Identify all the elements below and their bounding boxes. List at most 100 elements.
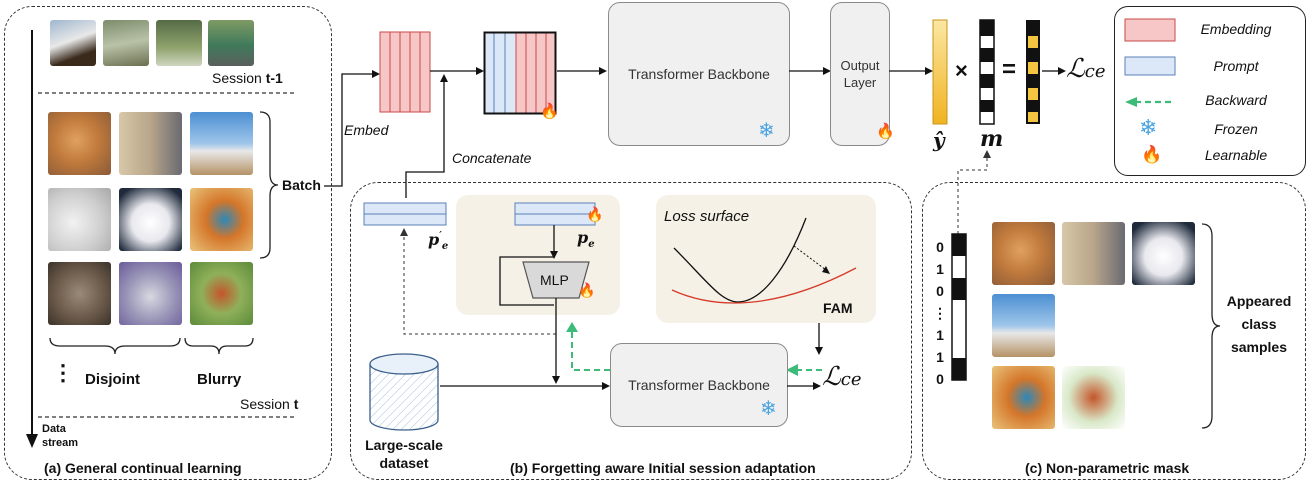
yhat-label: ŷ [933, 128, 945, 152]
dataset-label: Large-scale dataset [365, 437, 443, 471]
mask-bits: 0 1 0 ⋮ 1 1 0 [933, 239, 947, 387]
legend-frozen-label: Frozen [1214, 121, 1258, 137]
transformer-backbone-top-label: Transformer Backbone [628, 66, 770, 82]
mask-vector [951, 233, 967, 381]
embed-label: Embed [344, 122, 389, 138]
legend-embedding-label: Embedding [1200, 21, 1272, 37]
arrow-mlp-to-transformer [552, 298, 560, 384]
thumb-white-cat-1 [48, 188, 111, 251]
fam-label: FAM [823, 300, 853, 316]
output-layer-label-2: Layer [843, 75, 877, 90]
fire-icon-output: 🔥 [876, 123, 895, 140]
arrow-dataset-to-transformer [440, 382, 610, 390]
pe-prime-label: p′e [428, 230, 449, 253]
thumb-cat-1 [48, 112, 111, 175]
panel-a-caption: (a) General continual learning [44, 460, 242, 476]
yhat-vector [932, 19, 948, 125]
panel-b-caption: (b) Forgetting aware Initial session ada… [510, 460, 816, 476]
thumb-tabby-cat [48, 262, 111, 325]
output-layer: Output Layer [830, 2, 890, 146]
thumb-c-cats-2 [1062, 222, 1125, 285]
batch-brace [259, 111, 279, 259]
arrow-output-to-yhat [889, 67, 933, 75]
thumb-kingfisher-1 [190, 188, 253, 251]
legend: Embedding Prompt Backward ❄ Frozen 🔥 Lea… [1114, 6, 1306, 176]
mlp-label: MLP [540, 272, 569, 288]
data-stream-label: Data stream [42, 423, 79, 449]
session-prev-label: Session t-1 [212, 70, 283, 86]
arrow-transformer-to-output [789, 67, 831, 75]
dataset-cylinder [369, 353, 439, 431]
arrow-concat-to-transformer [557, 67, 607, 75]
embedding-block [379, 31, 431, 113]
loss-bottom: ℒce [822, 362, 862, 392]
transformer-backbone-bottom: Transformer Backbone [610, 343, 788, 427]
arrow-embed-to-concat [430, 67, 484, 75]
backward-arrow-to-transformer [786, 364, 826, 376]
fire-icon-concat: 🔥 [540, 103, 559, 120]
loss-surface-subpanel [656, 195, 876, 323]
arrow-transformer-to-loss [787, 382, 821, 390]
ellipsis-vertical: ⋮ [52, 360, 74, 385]
snowflake-icon-legend: ❄ [1139, 115, 1158, 140]
thumb-c-hummingbird [1062, 366, 1125, 429]
transformer-backbone-top: Transformer Backbone [608, 2, 790, 146]
arrow-batch-to-embed [324, 70, 380, 187]
legend-backward-label: Backward [1205, 92, 1267, 108]
times-symbol: × [955, 58, 968, 83]
thumb-c-white-cat [1132, 222, 1195, 285]
dotted-mlp-to-pe-prime [400, 228, 556, 335]
mlp-block [522, 261, 590, 299]
thumb-c-white-car [992, 294, 1055, 357]
prompt-pe-prime [363, 202, 447, 226]
thumb-grey-kitten [119, 262, 182, 325]
panel-c-caption: (c) Non-parametric mask [1025, 460, 1190, 476]
panel-b-frame [350, 182, 912, 480]
thumb-seagull [156, 20, 202, 66]
session-divider-bottom [38, 416, 296, 418]
prompt-pe [514, 202, 596, 226]
masked-output-vector [1026, 20, 1040, 124]
thumb-hummingbird-1 [190, 262, 253, 325]
disjoint-label: Disjoint [85, 371, 140, 388]
transformer-backbone-bottom-label: Transformer Backbone [628, 377, 770, 393]
data-stream-arrow [26, 30, 38, 448]
panel-a-frame [4, 6, 332, 480]
session-divider-top [38, 92, 296, 94]
equals-symbol: = [1002, 56, 1017, 83]
concatenate-label: Concatenate [452, 150, 532, 166]
thumb-cats-2 [119, 112, 182, 175]
panel-c-frame [922, 182, 1306, 480]
thumb-heron [103, 20, 149, 66]
blurry-label: Blurry [197, 371, 242, 388]
thumb-green-car [208, 20, 254, 66]
mlp-wiring [499, 225, 558, 306]
thumb-c-cat-1 [992, 222, 1055, 285]
legend-backward-arrow [1125, 97, 1175, 107]
batch-label: Batch [282, 177, 321, 193]
thumb-white-car [190, 112, 253, 175]
arrow-fam-down [815, 323, 823, 355]
thumb-c-kingfisher [992, 366, 1055, 429]
blurry-brace [184, 337, 254, 355]
output-layer-label-1: Output [840, 58, 880, 73]
backward-arrow-to-mlp [566, 322, 610, 371]
session-cur-label: Session t [240, 396, 299, 412]
legend-prompt-swatch [1124, 56, 1176, 76]
arrow-to-loss-top [1042, 67, 1066, 75]
legend-prompt-label: Prompt [1213, 58, 1259, 74]
appeared-brace [1201, 223, 1221, 429]
loss-surface-plot [671, 217, 857, 304]
dotted-mask-to-m [957, 150, 991, 234]
appeared-label: Appeared class samples [1226, 293, 1292, 355]
snowflake-icon-top: ❄ [758, 120, 775, 142]
m-label: m [980, 126, 1004, 152]
fire-icon-mlp: 🔥 [578, 282, 596, 298]
loss-surface-label: Loss surface [664, 208, 750, 225]
thumb-eagle [50, 20, 96, 66]
thumb-white-cat-2 [119, 188, 182, 251]
legend-learnable-label: Learnable [1204, 147, 1268, 163]
pe-label: pe [577, 228, 595, 251]
snowflake-icon-bottom: ❄ [760, 398, 777, 420]
legend-embedding-swatch [1124, 18, 1176, 42]
